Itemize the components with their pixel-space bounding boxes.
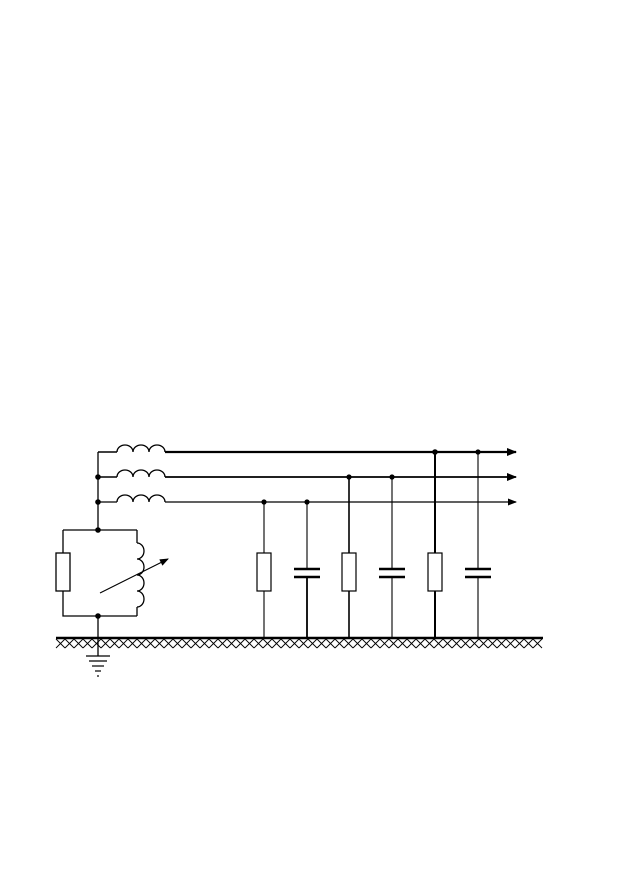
- hatch-stroke: [505, 638, 516, 649]
- hatch-stroke: [127, 638, 138, 649]
- hatch-stroke: [145, 638, 156, 649]
- branch-phase-3-capacitor: [294, 502, 320, 638]
- hatch-stroke: [262, 638, 273, 649]
- hatch-stroke: [406, 638, 417, 649]
- neutral-variable-inductor: [136, 542, 145, 608]
- hatch-stroke: [271, 638, 282, 649]
- hatch-stroke: [244, 638, 255, 649]
- phase-2-resistor: [341, 552, 357, 592]
- hatch-stroke: [289, 638, 300, 649]
- phase-line-1: [98, 444, 517, 456]
- hatch-stroke: [55, 638, 66, 649]
- hatch-stroke: [352, 638, 363, 649]
- hatch-stroke: [280, 638, 291, 649]
- hatch-stroke: [298, 638, 309, 649]
- hatch-stroke: [487, 638, 498, 649]
- hatch-stroke: [469, 638, 480, 649]
- ground-hatching: [55, 638, 543, 649]
- inductor-phase-3: [116, 494, 166, 503]
- hatch-stroke: [316, 638, 327, 649]
- junction-dots: [95, 449, 481, 619]
- phase-1-resistor: [427, 552, 443, 592]
- hatch-stroke: [190, 638, 201, 649]
- inductor-phase-2: [116, 469, 166, 478]
- hatch-stroke: [253, 638, 264, 649]
- neutral-resistor: [55, 552, 71, 592]
- hatch-stroke: [361, 638, 372, 649]
- hatch-stroke: [478, 638, 489, 649]
- hatch-stroke: [208, 638, 219, 649]
- inductor-phase-1: [116, 444, 166, 453]
- branch-phase-2-resistor: [341, 477, 357, 638]
- phase-3-resistor: [256, 552, 272, 592]
- hatch-stroke: [532, 638, 543, 649]
- branch-phase-1-resistor: [427, 452, 443, 638]
- hatch-stroke: [235, 638, 246, 649]
- hatch-stroke: [307, 638, 318, 649]
- hatch-stroke: [442, 638, 453, 649]
- hatch-stroke: [217, 638, 228, 649]
- phase-line-3: [98, 494, 517, 506]
- branch-phase-2-capacitor: [379, 477, 405, 638]
- hatch-stroke: [523, 638, 534, 649]
- hatch-stroke: [199, 638, 210, 649]
- hatch-stroke: [433, 638, 444, 649]
- ground-icon: [86, 655, 110, 677]
- hatch-stroke: [154, 638, 165, 649]
- hatch-stroke: [424, 638, 435, 649]
- hatch-stroke: [379, 638, 390, 649]
- variable-arrow: [99, 558, 169, 594]
- hatch-stroke: [64, 638, 75, 649]
- branch-phase-1-capacitor: [465, 452, 491, 638]
- hatch-stroke: [73, 638, 84, 649]
- hatch-stroke: [388, 638, 399, 649]
- branch-phase-3-resistor: [256, 502, 272, 638]
- hatch-stroke: [109, 638, 120, 649]
- hatch-stroke: [343, 638, 354, 649]
- hatch-stroke: [82, 638, 93, 649]
- hatch-stroke: [514, 638, 525, 649]
- hatch-stroke: [100, 638, 111, 649]
- hatch-stroke: [172, 638, 183, 649]
- hatch-stroke: [325, 638, 336, 649]
- hatch-stroke: [136, 638, 147, 649]
- hatch-stroke: [451, 638, 462, 649]
- hatch-stroke: [118, 638, 129, 649]
- hatch-stroke: [496, 638, 507, 649]
- hatch-stroke: [163, 638, 174, 649]
- hatch-stroke: [460, 638, 471, 649]
- hatch-stroke: [415, 638, 426, 649]
- hatch-stroke: [397, 638, 408, 649]
- hatch-stroke: [334, 638, 345, 649]
- hatch-stroke: [226, 638, 237, 649]
- neutral-network: [55, 529, 169, 617]
- hatch-stroke: [181, 638, 192, 649]
- phase-line-2: [98, 469, 517, 481]
- hatch-stroke: [91, 638, 102, 649]
- hatch-stroke: [370, 638, 381, 649]
